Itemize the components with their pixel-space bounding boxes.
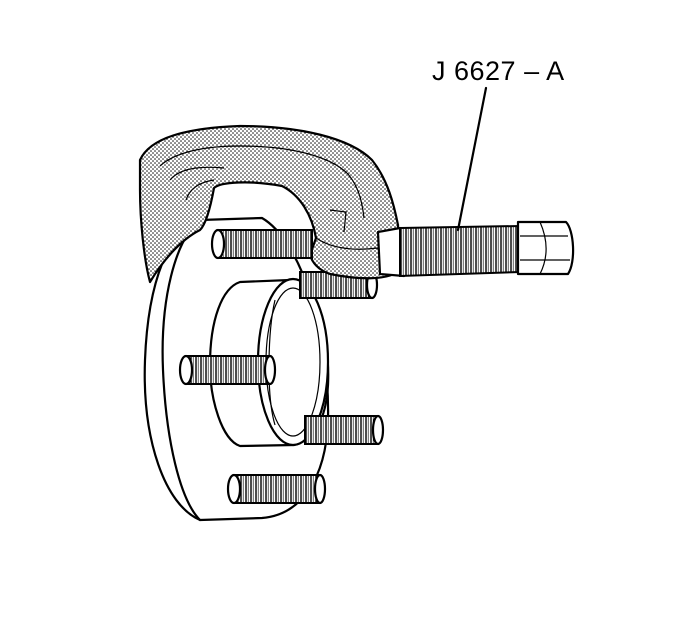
forcing-screw [376,220,575,278]
callout-leader-line [456,86,488,232]
tool-number-label: J 6627 – A [432,56,565,86]
wheel-stud-lower-right [304,414,385,446]
wheel-stud-left [178,354,277,386]
wheel-stud-bottom [226,473,327,505]
wheel-stud-top [210,228,313,260]
